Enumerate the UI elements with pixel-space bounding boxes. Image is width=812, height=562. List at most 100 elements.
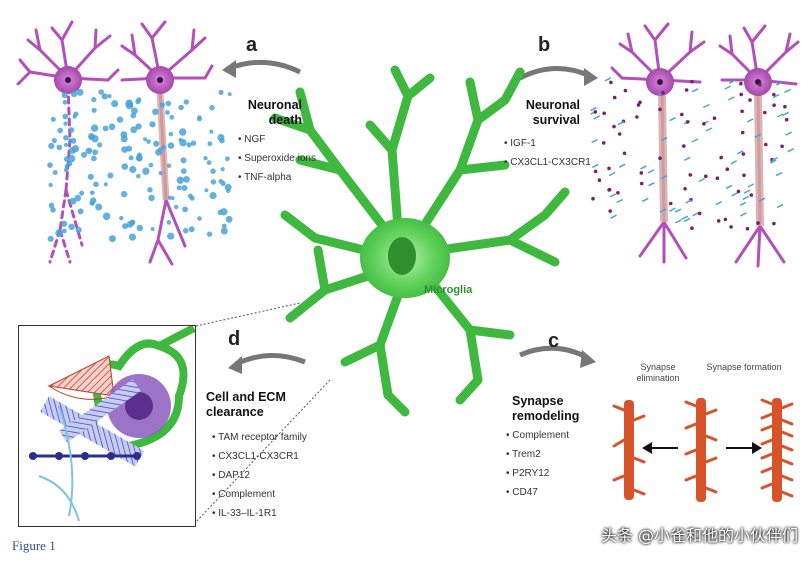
panel-letter-c: c (548, 330, 560, 352)
dot (108, 235, 116, 243)
dot (107, 172, 114, 179)
list-neuronal-survival: IGF-1 CX3CL1-CX3CR1 (504, 134, 591, 172)
dash (641, 197, 649, 203)
dot (167, 232, 175, 240)
dot (136, 173, 141, 179)
dot (55, 229, 63, 237)
dot (165, 100, 172, 107)
list-item: Trem2 (506, 445, 569, 464)
dot (225, 215, 233, 223)
dot (130, 219, 136, 225)
neuron-a-left (16, 20, 120, 264)
list-item: DAP12 (212, 466, 307, 485)
dot (182, 206, 189, 213)
dot (225, 156, 230, 162)
dot (70, 90, 78, 98)
dot (70, 137, 77, 144)
dash (787, 148, 795, 153)
dot (57, 127, 64, 134)
dot (90, 190, 95, 196)
dot (226, 188, 231, 194)
dot (601, 141, 606, 145)
dot (116, 116, 124, 123)
figure-caption: Figure 1 (12, 538, 56, 553)
dot (128, 155, 134, 161)
dash (691, 88, 699, 93)
dot (684, 88, 689, 92)
dash (725, 184, 733, 190)
dot (103, 182, 108, 187)
arrow-d (234, 352, 306, 367)
dot (108, 123, 116, 131)
dash (669, 116, 676, 122)
list-item: IL-33–IL-1R1 (212, 504, 307, 523)
dot (88, 148, 93, 153)
dash (591, 138, 598, 144)
dot (50, 116, 56, 122)
heading-neuronal-death: Neuronal death (247, 98, 302, 127)
dot (217, 133, 225, 142)
dot (209, 105, 215, 111)
dash (659, 208, 667, 213)
dot (608, 209, 612, 213)
dot (168, 131, 174, 137)
dot (736, 189, 741, 194)
dot (690, 79, 694, 84)
dot (758, 82, 762, 87)
watermark: 头条 @小雀和他的小伙伴们 (600, 526, 798, 545)
dot (719, 155, 723, 160)
dot (740, 109, 744, 114)
dot (178, 104, 184, 111)
dot (135, 99, 141, 105)
list-item: IGF-1 (504, 134, 591, 153)
dots-cloud-b (590, 77, 795, 231)
dot (748, 98, 752, 102)
dot (148, 162, 154, 168)
dash (675, 219, 682, 224)
dot (62, 100, 68, 105)
dot (688, 173, 693, 177)
dot (130, 112, 137, 119)
dot (218, 89, 224, 95)
dot (783, 104, 787, 109)
dot (102, 125, 109, 132)
dot (121, 163, 129, 170)
dot (47, 235, 54, 242)
dot (658, 107, 662, 112)
dot (52, 170, 58, 175)
dot (63, 135, 69, 141)
dot (64, 142, 69, 147)
dot (749, 193, 754, 197)
list-item: CX3CL1-CX3CR1 (504, 153, 591, 172)
dendrite-right (760, 398, 794, 502)
dash (698, 177, 706, 183)
dot (166, 220, 172, 225)
dot (220, 227, 228, 235)
dash (668, 207, 676, 212)
dash (702, 103, 710, 109)
dot (668, 201, 673, 206)
microglia-nucleus (388, 237, 416, 275)
dot (680, 112, 684, 117)
dot (756, 221, 760, 225)
list-clearance: TAM receptor family CX3CL1-CX3CR1 DAP12 … (212, 428, 307, 523)
panel-letter-a: a (246, 34, 258, 56)
dot (121, 190, 128, 198)
dot (63, 156, 70, 162)
dot (152, 108, 159, 116)
heading-clearance: Cell and ECM clearance (206, 390, 286, 419)
dash (685, 199, 692, 204)
dot (149, 121, 156, 128)
dot (61, 220, 68, 227)
dot (166, 163, 172, 168)
dot (68, 154, 76, 163)
dot (81, 151, 87, 158)
dot (183, 176, 190, 183)
dot (148, 194, 155, 202)
dash (648, 182, 655, 187)
dot (739, 81, 743, 86)
dash (728, 79, 736, 84)
dash (731, 192, 739, 197)
dot (167, 195, 172, 200)
